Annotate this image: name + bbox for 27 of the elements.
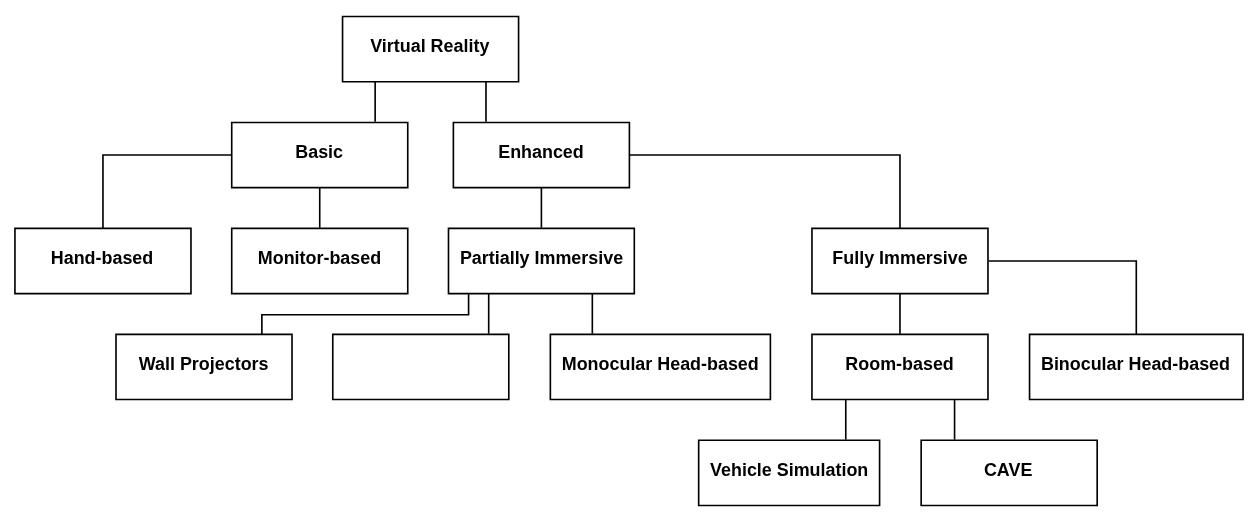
connector — [591, 292, 594, 334]
node-box: CAVE — [920, 438, 1098, 506]
connector — [953, 398, 956, 440]
connector — [844, 398, 847, 440]
node-box: Fully Immersive — [811, 227, 989, 294]
node-box: Monocular Head-based — [549, 333, 772, 400]
node-box: Basic — [230, 121, 409, 188]
connector — [485, 80, 487, 123]
node-box: Monitor-based — [230, 227, 409, 294]
node-box: Vehicle Simulation — [697, 438, 881, 506]
connector — [318, 186, 321, 229]
connector — [987, 259, 1138, 335]
connector — [261, 292, 470, 335]
connector — [628, 153, 901, 229]
connector — [899, 292, 901, 334]
connector — [487, 292, 490, 334]
node-box: Enhanced — [452, 121, 631, 188]
connector — [374, 80, 376, 123]
node-box: Partially Immersive — [447, 227, 636, 294]
node-box: Hand-based — [14, 227, 192, 294]
node-box: Wall Projectors — [115, 333, 293, 400]
node-box: Room-based — [811, 333, 989, 400]
connector — [540, 186, 543, 229]
node-box — [331, 333, 510, 400]
connector — [102, 153, 233, 229]
node-box: Virtual Reality — [341, 15, 520, 83]
node-box: Binocular Head-based — [1028, 333, 1244, 400]
